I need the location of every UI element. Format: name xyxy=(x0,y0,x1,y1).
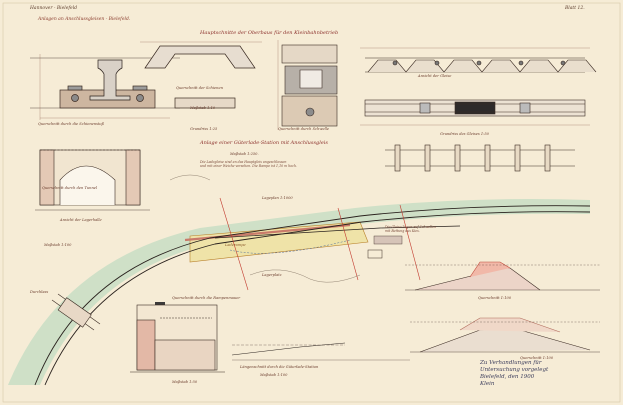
sleeper-detail xyxy=(277,40,338,130)
track-plan-sleepers xyxy=(385,144,575,172)
embankment-sections xyxy=(231,261,600,361)
foundation-section xyxy=(130,304,225,373)
main-title: Hauptschnitte der Oberbaus für den Klein… xyxy=(200,30,339,36)
label-foundation: Querschnitt durch die Rampenmauer xyxy=(172,296,241,300)
top-left-label: Hannover - Bielefeld xyxy=(30,6,78,11)
right-description: Die Gleise liegen auf Schwellen mit Bett… xyxy=(385,225,437,234)
sheet-number: Blatt 12. xyxy=(565,6,585,11)
label-station-plan: Lageplan 1:1000 xyxy=(262,196,293,200)
label-cross-section-b: Querschnitt 1:100 xyxy=(520,356,554,360)
sheet-subtitle: Anlagen an Anschlussgleisen - Bielefeld. xyxy=(38,17,131,22)
label-foundation-scale: Maßstab 1:50 xyxy=(172,380,198,384)
label-rail-joint: Querschnitt durch die Schienenstoß xyxy=(38,122,104,126)
label-profile-scale: Maßstab 1:100 xyxy=(260,373,288,377)
label-ramp: Laderampe xyxy=(225,243,246,247)
label-tunnel: Querschnitt durch den Tunnel xyxy=(42,186,98,190)
station-scale: Maßstab 1:250. xyxy=(230,152,259,156)
track-side-view xyxy=(360,47,597,126)
label-culvert: Durchlass xyxy=(30,290,49,294)
rail-profile xyxy=(140,41,262,109)
label-tunnel-scale: Maßstab 1:100 xyxy=(44,243,72,247)
label-gate: Ansicht der Lagerhalle xyxy=(60,218,102,222)
label-rail-scale: Maßstab 1:10 xyxy=(190,106,216,110)
signature-block: Zu Verhandlungen für Untersuchung vorgel… xyxy=(480,360,549,387)
bridge-crossing xyxy=(51,293,101,331)
label-sleeper: Querschnitt durch Schwelle xyxy=(278,127,329,131)
station-title: Anlage einer Güterlade-Station mit Ansch… xyxy=(200,140,328,146)
station-description: Die Ladegleise sind an das Hauptgleis an… xyxy=(200,160,298,169)
label-sleeper-scale: Grundriss 1:25 xyxy=(190,127,218,131)
label-longitudinal: Ansicht der Gleise xyxy=(418,74,452,78)
label-rail-profile: Querschnitt der Schienen xyxy=(176,86,223,90)
rail-cross-section xyxy=(30,54,180,120)
label-long-section: Längenschnitt durch die Güterlade-Statio… xyxy=(240,365,319,369)
label-storage: Lagerplatz xyxy=(262,273,282,277)
label-plan-track: Grundriss des Gleises 1:50 xyxy=(440,132,489,136)
tunnel-section xyxy=(35,149,150,211)
label-cross-section-a: Querschnitt 1:100 xyxy=(478,296,512,300)
